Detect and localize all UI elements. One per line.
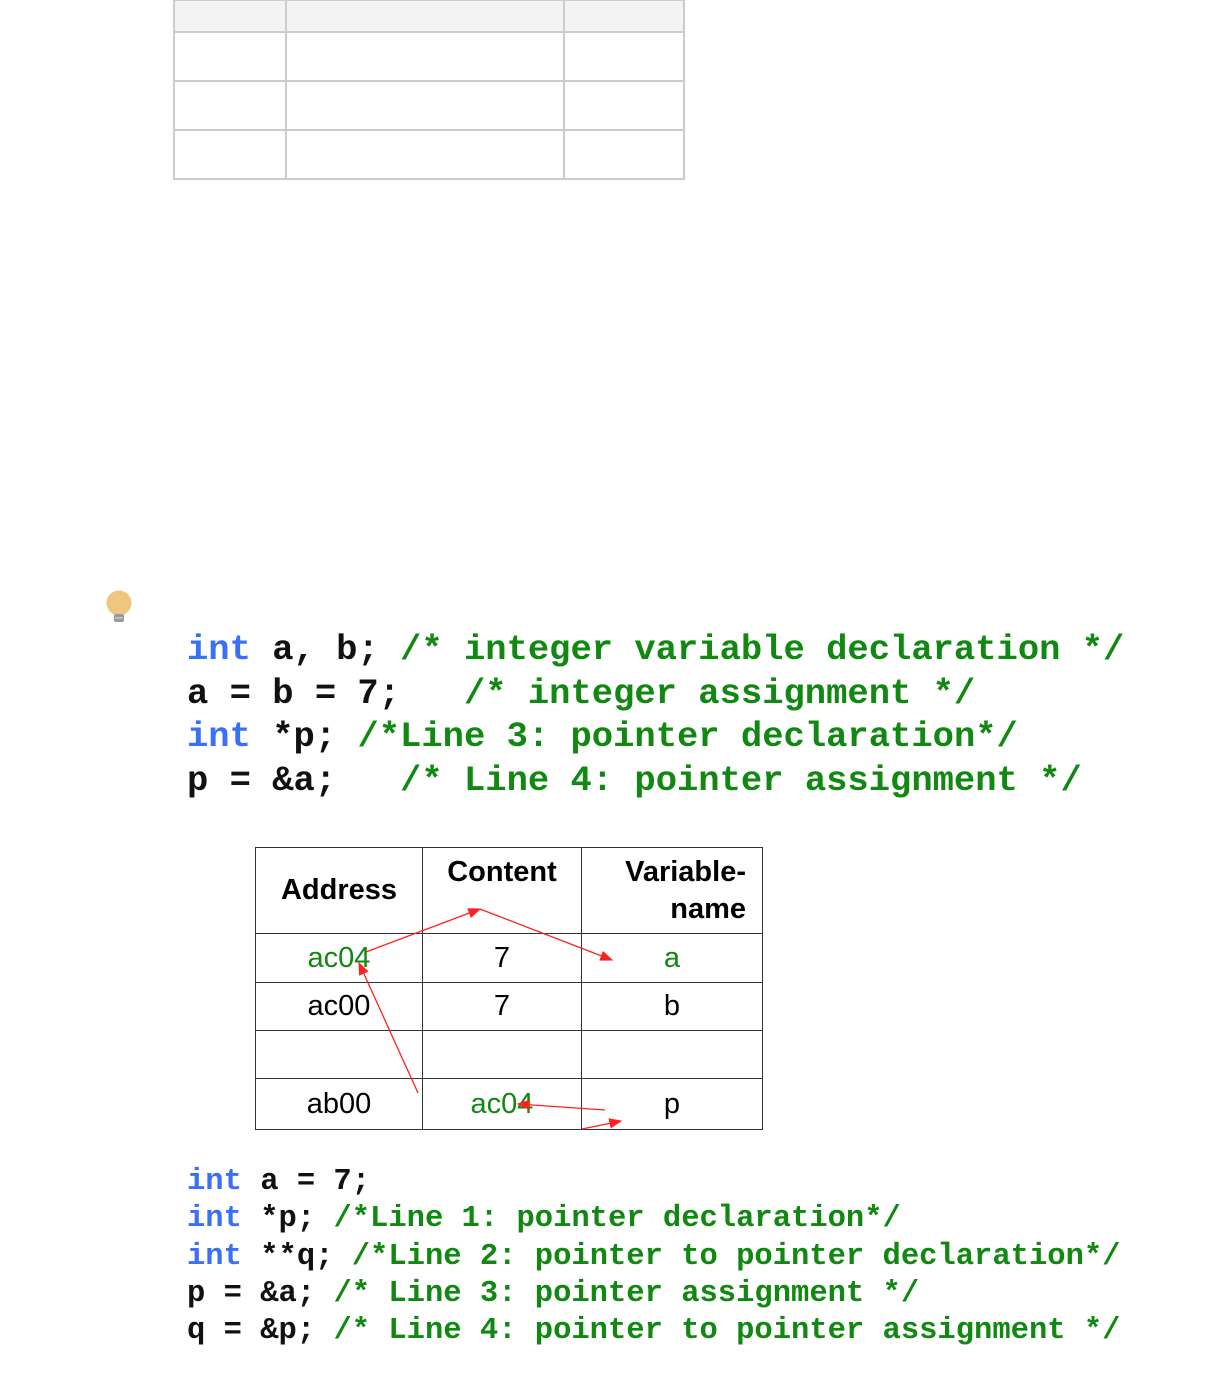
code-comment: /*Line 3: pointer declaration*/ [357, 716, 1018, 758]
cell-content: 7 [422, 933, 582, 983]
cell-content: ac04 [422, 1078, 582, 1130]
code-text: p = &a; [187, 760, 401, 802]
code-text: a, b; [250, 629, 401, 670]
header-variable-name: Variable- name [581, 847, 763, 934]
code-text: p = &a; [187, 1276, 334, 1311]
header-address: Address [255, 847, 423, 934]
lightbulb-icon[interactable] [106, 590, 134, 631]
code-comment: /* Line 4: pointer to pointer assignment… [333, 1314, 1121, 1349]
code-line: q = &p; /* Line 4: pointer to pointer as… [187, 1313, 1120, 1350]
cell-content: 7 [422, 982, 582, 1031]
code-line: int *p; /*Line 3: pointer declaration*/ [187, 715, 1124, 759]
code-comment: /* integer variable declaration */ [400, 629, 1125, 670]
code-comment: /*Line 2: pointer to pointer declaration… [351, 1239, 1121, 1274]
cell-address: ac04 [255, 933, 423, 983]
code-text: a = b = 7; [187, 672, 464, 714]
code-text: q = &p; [187, 1314, 334, 1349]
cell-variable: a [581, 933, 763, 983]
code-line: int *p; /*Line 1: pointer declaration*/ [187, 1201, 1120, 1238]
code-text: **q; [241, 1239, 352, 1274]
code-comment: /* integer assignment */ [463, 672, 976, 714]
keyword: int [187, 629, 251, 670]
cell-content [422, 1030, 582, 1079]
keyword: int [187, 716, 251, 758]
code-line: int a = 7; [187, 1164, 1120, 1201]
keyword: int [187, 1202, 242, 1237]
code-line: p = &a; /* Line 3: pointer assignment */ [187, 1276, 1120, 1313]
code-text: a = 7; [241, 1165, 371, 1199]
keyword: int [187, 1165, 242, 1199]
cell-address: ac00 [255, 982, 423, 1031]
code-text: *p; [250, 716, 358, 758]
code-block-2: int a = 7;int *p; /*Line 1: pointer decl… [187, 1164, 1120, 1350]
cell-address [255, 1030, 423, 1079]
cell-variable: b [581, 982, 763, 1031]
code-line: a = b = 7; /* integer assignment */ [187, 672, 1124, 716]
cell-variable [581, 1030, 763, 1079]
code-comment: /* Line 4: pointer assignment */ [400, 760, 1082, 802]
code-comment: /*Line 1: pointer declaration*/ [333, 1202, 901, 1237]
keyword: int [187, 1239, 242, 1274]
header-content: Content [422, 847, 582, 934]
code-line: int a, b; /* integer variable declaratio… [187, 628, 1124, 672]
cell-variable: p [581, 1078, 763, 1130]
cell-address: ab00 [255, 1078, 423, 1130]
code-line: int **q; /*Line 2: pointer to pointer de… [187, 1239, 1120, 1276]
code-text: *p; [241, 1202, 334, 1237]
code-block-1: int a, b; /* integer variable declaratio… [187, 628, 1124, 803]
empty-table [173, 0, 685, 180]
code-comment: /* Line 3: pointer assignment */ [333, 1276, 920, 1311]
code-line: p = &a; /* Line 4: pointer assignment */ [187, 759, 1124, 803]
